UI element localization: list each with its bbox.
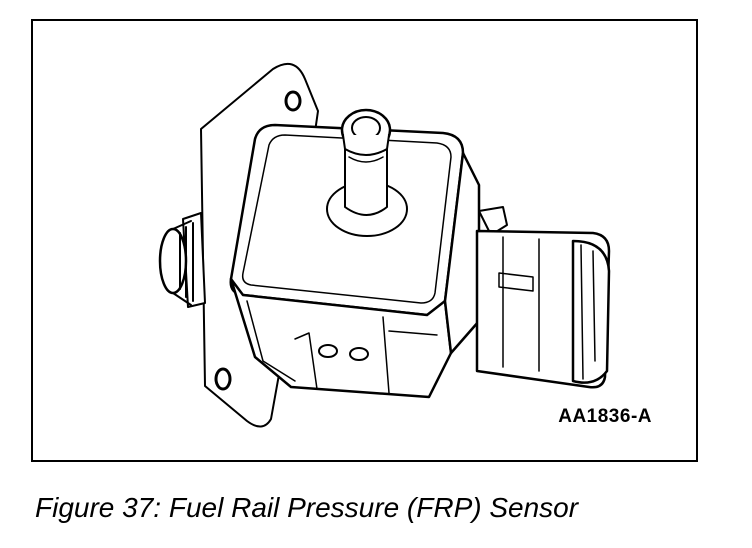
flange-bolt-hole-top: [284, 90, 302, 112]
figure-frame: AA1836-A: [31, 19, 698, 462]
figure-caption: Figure 37: Fuel Rail Pressure (FRP) Sens…: [35, 492, 579, 523]
figure-reference-code: AA1836-A: [558, 406, 652, 427]
pressure-nipple: [326, 108, 408, 237]
electrical-connector: [475, 206, 611, 389]
housing-vent-hole-right: [349, 347, 369, 361]
housing-vent-hole-left: [318, 344, 338, 358]
threaded-port: [158, 212, 206, 308]
flange-bolt-hole-bottom: [214, 367, 232, 391]
housing-side-face: [443, 151, 481, 355]
frp-sensor-illustration: [158, 62, 611, 428]
